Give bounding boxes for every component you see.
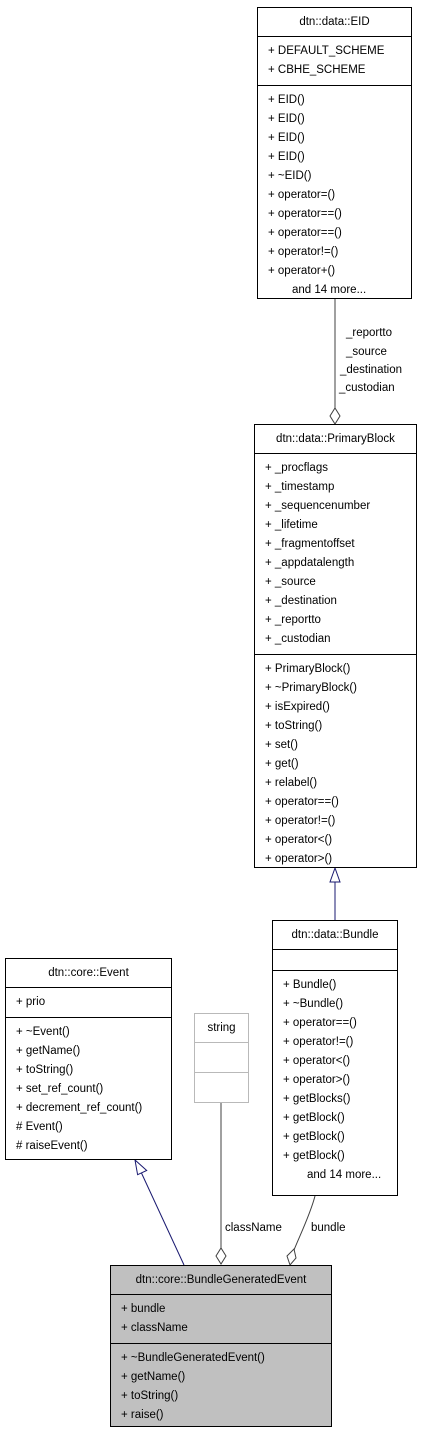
method: + getBlocks() [283,1093,351,1105]
method: + relabel() [265,777,318,789]
method: + EID() [268,113,305,125]
method: + operator=() [268,189,336,201]
attribute: + _source [265,576,316,588]
method: + getName() [16,1045,81,1057]
method: + PrimaryBlock() [265,663,351,675]
method: + EID() [268,151,305,163]
method: + ~Bundle() [283,998,344,1010]
method: + toString() [16,1064,74,1076]
method: + toString() [121,1390,179,1402]
method: + ~EID() [268,170,312,182]
methods-section: + Bundle() + ~Bundle() + operator==() + … [273,971,397,1190]
method: + getBlock() [283,1112,345,1124]
inheritance-arrow-event [134,1158,148,1176]
method: + getBlock() [283,1150,345,1162]
method: + operator>() [283,1074,351,1086]
methods-section: + PrimaryBlock() + ~PrimaryBlock() + isE… [255,655,416,874]
method: + EID() [268,132,305,144]
edge-bundle-bge [293,1195,316,1251]
edge-label-destination: _destination [340,364,403,376]
edge-label-custodian: _custodian [339,382,395,394]
method: + ~PrimaryBlock() [265,682,358,694]
method: + operator==() [283,1017,357,1029]
aggregation-diamond-primaryblock [329,407,341,425]
attribute: + _timestamp [265,481,335,493]
edge-label-source: _source [346,346,387,358]
class-title: dtn::data::Bundle [273,921,397,950]
aggregation-diamond-bundle [286,1248,297,1266]
method: + operator==() [268,208,342,220]
attribute: + className [121,1322,188,1334]
class-title: dtn::data::EID [258,8,411,37]
method: + operator!=() [283,1036,354,1048]
class-bundle[interactable]: dtn::data::Bundle + Bundle() + ~Bundle()… [272,920,398,1196]
method: + toString() [265,720,323,732]
method: + set_ref_count() [16,1083,104,1095]
class-title: dtn::core::Event [6,959,171,988]
edge-label-bundle: bundle [311,1222,346,1234]
methods-section: + ~Event() + getName() + toString() + se… [6,1018,171,1161]
method: + operator+() [268,265,336,277]
method: + getBlock() [283,1131,345,1143]
inheritance-arrow-primaryblock [329,866,341,883]
method: + operator==() [268,227,342,239]
method: + ~Event() [16,1026,70,1038]
edge-bge-event [140,1171,185,1266]
aggregation-diamond-string [215,1247,227,1265]
method: + operator!=() [265,815,336,827]
attributes-section [195,1043,248,1073]
class-event[interactable]: dtn::core::Event + prio + ~Event() + get… [5,958,172,1160]
edge-label-reportto: _reportto [346,327,393,339]
method: + operator==() [265,796,339,808]
attribute: + bundle [121,1303,166,1315]
attribute: + _appdatalength [265,557,355,569]
class-title: string [195,1014,248,1043]
class-title: dtn::data::PrimaryBlock [255,425,416,454]
attributes-section: + prio [6,988,171,1018]
more-methods-link[interactable]: and 14 more... [307,1169,382,1181]
class-eid[interactable]: dtn::data::EID + DEFAULT_SCHEME + CBHE_S… [257,7,412,299]
attribute: + _custodian [265,633,331,645]
methods-section: + EID() + EID() + EID() + EID() + ~EID()… [258,86,411,305]
attribute: + _lifetime [265,519,318,531]
methods-section: + ~BundleGeneratedEvent() + getName() + … [111,1344,331,1430]
attribute: + prio [16,996,46,1008]
attributes-section [273,950,397,971]
method: + EID() [268,94,305,106]
class-primaryblock[interactable]: dtn::data::PrimaryBlock + _procflags + _… [254,424,417,868]
more-methods-link[interactable]: and 14 more... [292,284,367,296]
method: + operator>() [265,853,333,865]
method: + operator!=() [268,246,339,258]
method: + get() [265,758,299,770]
class-bundlegeneratedevent[interactable]: dtn::core::BundleGeneratedEvent + bundle… [110,1265,332,1427]
class-string[interactable]: string [194,1013,249,1103]
attributes-section: + _procflags + _timestamp + _sequencenum… [255,454,416,655]
method: + operator<() [283,1055,351,1067]
attribute: + _destination [265,595,337,607]
method: + Bundle() [283,979,337,991]
attribute: + _sequencenumber [265,500,371,512]
method: + getName() [121,1371,186,1383]
method: + isExpired() [265,701,330,713]
method: + set() [265,739,298,751]
method: + decrement_ref_count() [16,1102,143,1114]
class-title: dtn::core::BundleGeneratedEvent [111,1266,331,1295]
edge-label-classname: className [225,1222,282,1234]
method: + raise() [121,1409,164,1421]
attribute: + CBHE_SCHEME [268,64,366,76]
attribute: + DEFAULT_SCHEME [268,45,385,57]
method: + operator<() [265,834,333,846]
attributes-section: + bundle + className [111,1295,331,1344]
attribute: + _procflags [265,462,328,474]
attributes-section: + DEFAULT_SCHEME + CBHE_SCHEME [258,37,411,86]
attribute: + _fragmentoffset [265,538,355,550]
method: + ~BundleGeneratedEvent() [121,1352,265,1364]
method: # raiseEvent() [16,1140,88,1152]
method: # Event() [16,1121,63,1133]
methods-section [195,1073,248,1103]
attribute: + _reportto [265,614,321,626]
